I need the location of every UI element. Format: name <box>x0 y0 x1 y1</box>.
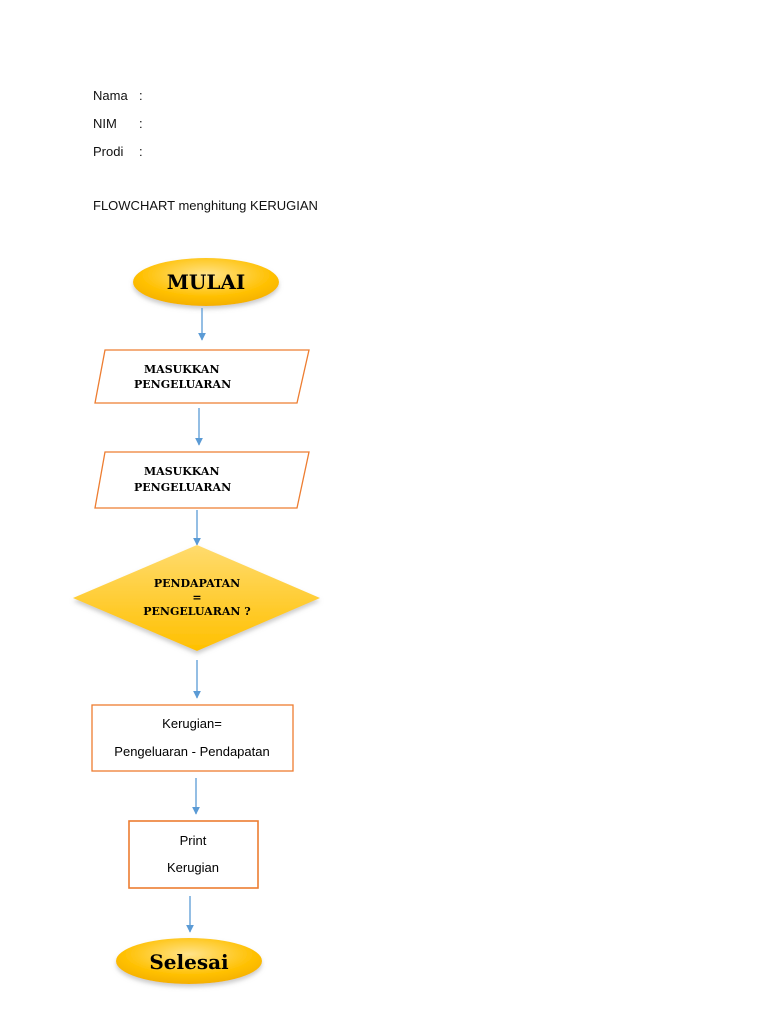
end-terminal: Selesai <box>116 938 262 984</box>
input-1-shape <box>94 349 310 404</box>
start-terminal: MULAI <box>133 258 279 306</box>
decision-line-3: PENGELUARAN ? <box>143 605 250 618</box>
flowchart-title: FLOWCHART menghitung KERUGIAN <box>93 198 318 213</box>
input-2-shape <box>94 451 310 509</box>
start-label: MULAI <box>167 270 246 294</box>
input-1-line-1: MASUKKAN <box>144 363 220 376</box>
decision-line-1: PENDAPATAN <box>154 577 240 590</box>
prodi-field: Prodi: <box>93 144 143 159</box>
input-1-parallelogram: MASUKKAN PENGELUARAN <box>94 349 310 404</box>
start-ellipse <box>133 258 279 306</box>
process-line-2: Pengeluaran - Pendapatan <box>114 744 269 759</box>
decision-line-2: = <box>192 591 201 604</box>
prodi-label: Prodi <box>93 144 124 159</box>
output-shape <box>128 820 259 889</box>
name-label: Nama <box>93 88 128 103</box>
end-ellipse <box>116 938 262 984</box>
output-line-2: Kerugian <box>167 860 219 875</box>
nim-separator: : <box>139 116 143 131</box>
input-2-parallelogram: MASUKKAN PENGELUARAN <box>94 451 310 509</box>
process-box: Kerugian= Pengeluaran - Pendapatan <box>91 704 294 772</box>
name-separator: : <box>139 88 143 103</box>
output-line-1: Print <box>180 833 207 848</box>
output-box: Print Kerugian <box>128 820 259 889</box>
process-shape <box>91 704 294 772</box>
input-2-line-1: MASUKKAN <box>144 465 220 478</box>
nim-field: NIM: <box>93 116 143 131</box>
input-1-line-2: PENGELUARAN <box>134 378 231 391</box>
end-label: Selesai <box>149 950 229 974</box>
decision-shape <box>73 545 320 651</box>
process-line-1: Kerugian= <box>162 716 222 731</box>
name-field: Nama: <box>93 88 143 103</box>
decision-diamond: PENDAPATAN = PENGELUARAN ? <box>73 545 320 651</box>
input-2-line-2: PENGELUARAN <box>134 481 231 494</box>
nim-label: NIM <box>93 116 117 131</box>
prodi-separator: : <box>139 144 143 159</box>
